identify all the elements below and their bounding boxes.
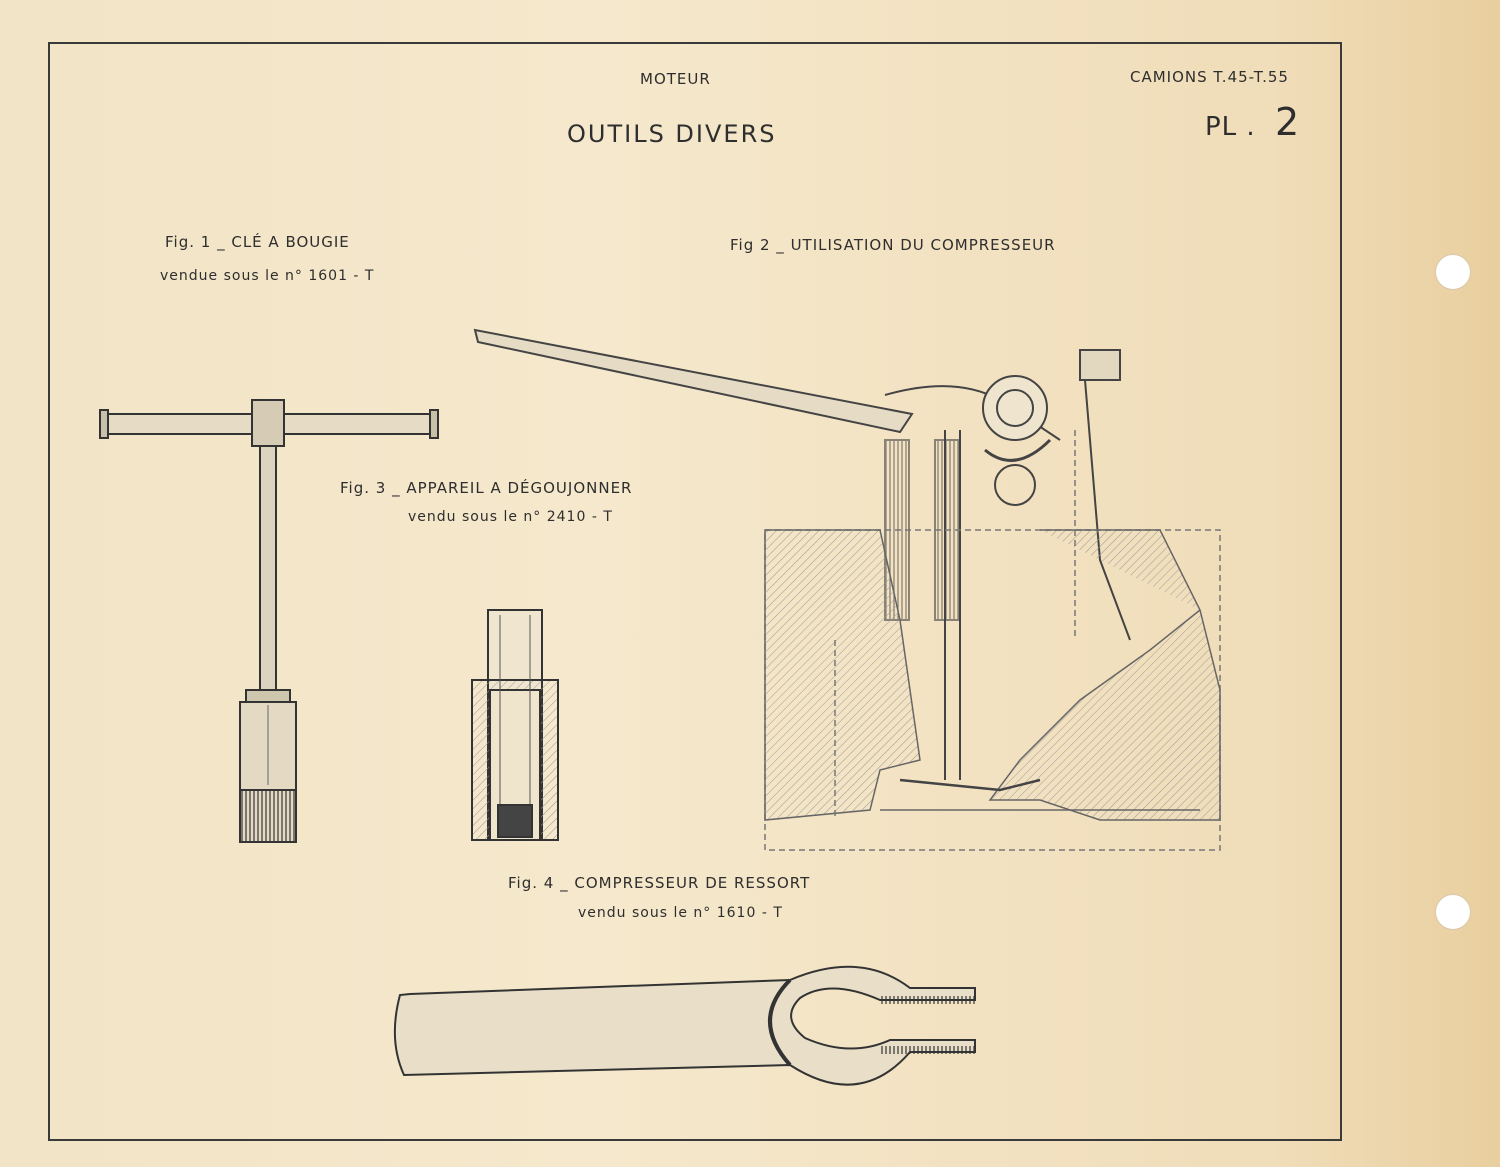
spring-compressor-drawing — [393, 965, 976, 1086]
plate-label: PL . — [1205, 112, 1256, 142]
plate-border — [48, 42, 1342, 1141]
stud-extractor-drawing — [471, 609, 559, 841]
plate-title: OUTILS DIVERS — [567, 120, 777, 148]
section-label: MOTEUR — [640, 70, 711, 88]
fig3-caption: Fig. 3 _ APPAREIL A DÉGOUJONNER — [340, 479, 633, 497]
fig1-subcaption: vendue sous le n° 1601 - T — [160, 268, 375, 284]
fig2-caption: Fig 2 _ UTILISATION DU COMPRESSEUR — [730, 236, 1056, 254]
punch-hole-top — [1435, 254, 1471, 290]
fig1-caption: Fig. 1 _ CLÉ A BOUGIE — [165, 233, 350, 251]
compressor-usage-drawing — [473, 328, 1221, 851]
plate-number: 2 — [1275, 100, 1301, 144]
fig4-caption: Fig. 4 _ COMPRESSEUR DE RESSORT — [508, 874, 811, 892]
models-label: CAMIONS T.45-T.55 — [1130, 68, 1289, 86]
punch-hole-bottom — [1435, 894, 1471, 930]
spark-plug-wrench-drawing — [99, 399, 439, 843]
fig4-subcaption: vendu sous le n° 1610 - T — [578, 905, 783, 921]
fig3-subcaption: vendu sous le n° 2410 - T — [408, 509, 613, 525]
